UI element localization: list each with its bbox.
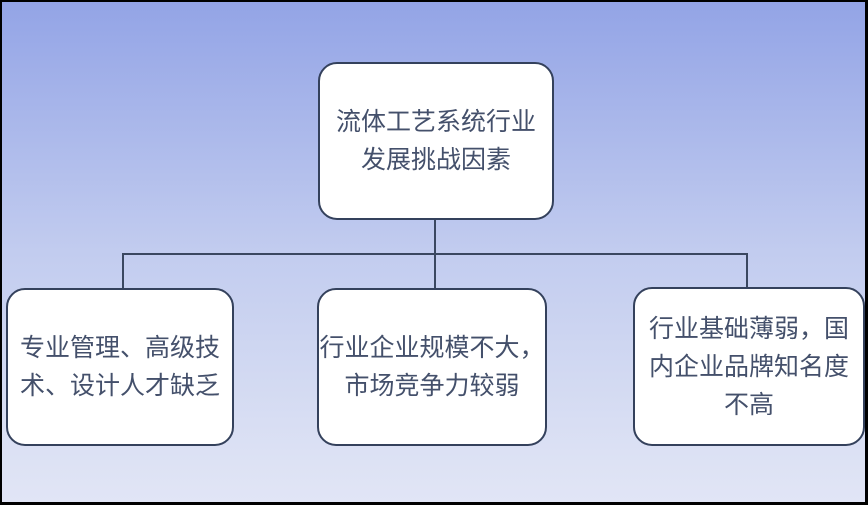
root-node-text-line: 发展挑战因素	[360, 146, 511, 174]
child-node-talent-shortage: 专业管理、高级技 术、设计人才缺乏	[6, 288, 234, 446]
child-node-text-line: 行业基础薄弱，国	[648, 314, 849, 343]
child-node-text-line: 行业企业规模不大，	[319, 334, 545, 362]
connector-drop-left	[122, 253, 124, 288]
connector-root-stem	[434, 220, 436, 254]
child-node-small-scale-weak-competitiveness: 行业企业规模不大， 市场竞争力较弱	[317, 288, 547, 446]
child-node-text-line: 市场竞争力较弱	[344, 372, 520, 400]
root-node-text-line: 流体工艺系统行业	[335, 108, 536, 136]
child-node-text-line: 内企业品牌知名度	[648, 352, 849, 381]
root-node-challenge-factors: 流体工艺系统行业 发展挑战因素	[318, 62, 554, 220]
connector-drop-right	[746, 253, 748, 288]
child-node-text-line: 不高	[723, 390, 774, 419]
child-node-weak-foundation-low-brand-awareness: 行业基础薄弱，国 内企业品牌知名度 不高	[633, 287, 865, 446]
connector-drop-middle	[434, 253, 436, 288]
child-node-text-line: 术、设计人才缺乏	[19, 372, 220, 400]
child-node-text-line: 专业管理、高级技	[19, 334, 220, 362]
